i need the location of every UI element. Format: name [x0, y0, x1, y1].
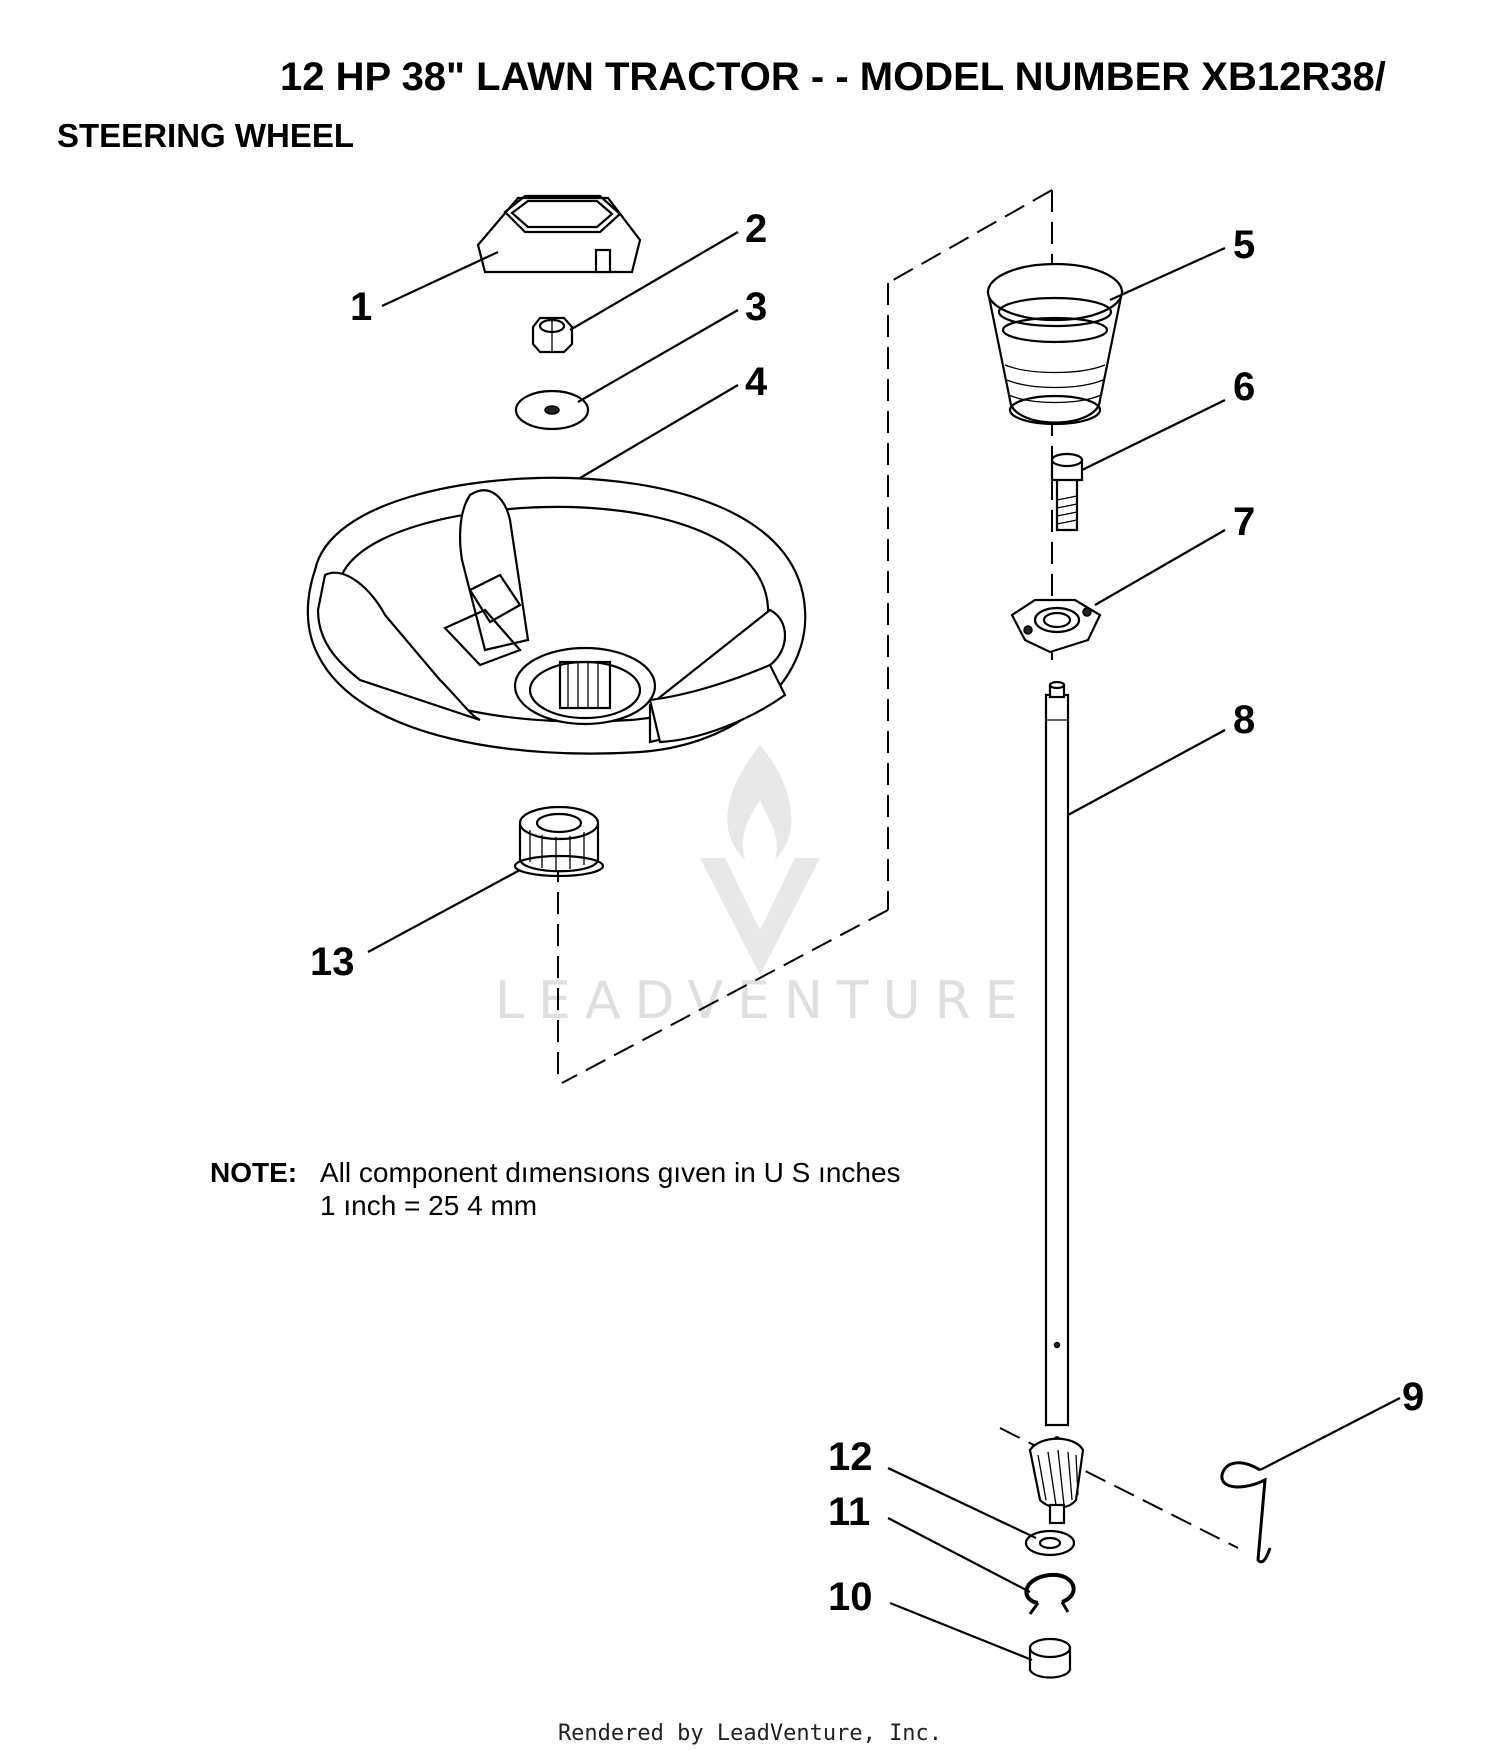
part-5-steering-boot — [986, 262, 1124, 426]
callout-12: 12 — [828, 1435, 873, 1479]
callout-numbers: 1 2 3 4 5 6 7 8 9 10 11 12 13 — [310, 207, 1424, 1619]
part-10-bushing — [1028, 1637, 1072, 1679]
callout-2: 2 — [745, 207, 767, 251]
callout-4: 4 — [745, 360, 768, 404]
note-line-1: All component dımensıons gıven in U S ın… — [320, 1157, 901, 1188]
part-2-hex-nut — [531, 316, 574, 354]
assembly-axis-lines — [557, 189, 1239, 1549]
part-9-hairpin-clip — [1220, 1461, 1272, 1564]
v-logo-icon — [700, 858, 820, 975]
page-title: 12 HP 38" LAWN TRACTOR - - MODEL NUMBER … — [280, 55, 1386, 99]
callout-13: 13 — [310, 940, 355, 984]
callout-7: 7 — [1233, 500, 1255, 544]
section-title: STEERING WHEEL — [57, 117, 354, 154]
footer-credit: Rendered by LeadVenture, Inc. — [558, 1721, 942, 1746]
watermark: LEADVENTURE — [495, 745, 1032, 1031]
part-12-washer — [1024, 1529, 1076, 1557]
callout-6: 6 — [1233, 365, 1255, 409]
callout-9: 9 — [1402, 1375, 1424, 1419]
flame-logo-icon — [727, 745, 792, 860]
note-line-2: 1 ınch = 25 4 mm — [320, 1190, 537, 1221]
dimensions-note: NOTE: All component dımensıons gıven in … — [210, 1157, 901, 1221]
part-7-bearing-flange — [1010, 598, 1102, 654]
callout-11: 11 — [828, 1490, 870, 1534]
callout-3: 3 — [745, 285, 767, 329]
callout-1: 1 — [350, 285, 372, 329]
callout-10: 10 — [828, 1575, 873, 1619]
watermark-text: LEADVENTURE — [495, 971, 1032, 1031]
note-label: NOTE: — [210, 1157, 297, 1188]
part-8-steering-shaft — [1028, 680, 1085, 1525]
part-3-washer — [514, 389, 590, 431]
callout-5: 5 — [1233, 223, 1255, 267]
callout-8: 8 — [1233, 698, 1255, 742]
part-13-hub-adapter — [513, 805, 605, 878]
leader-lines — [367, 231, 1401, 1662]
part-4-steering-wheel — [306, 476, 807, 755]
part-6-bolt — [1050, 452, 1084, 532]
part-11-retaining-ring — [1024, 1572, 1076, 1615]
part-1-horn-cap — [476, 194, 642, 274]
